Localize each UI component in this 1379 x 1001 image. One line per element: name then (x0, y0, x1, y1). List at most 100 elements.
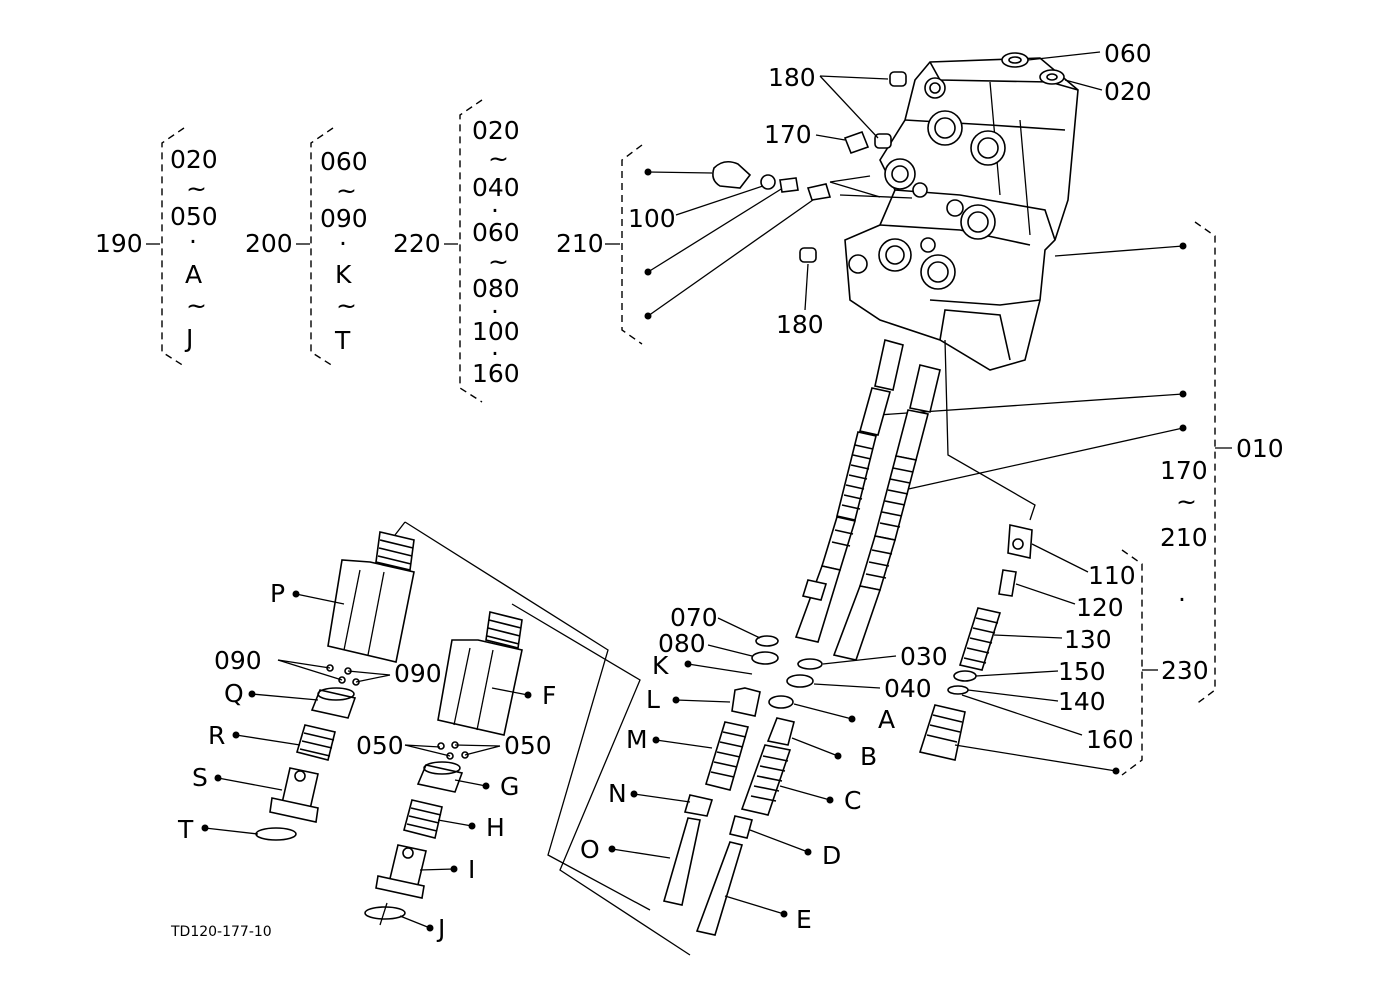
group-220-item: · (491, 196, 499, 225)
callout-110: 110 (1088, 561, 1136, 590)
group-190: 190 020 ~ 050 · A ~ J (95, 127, 218, 367)
fittings-top (712, 52, 1065, 263)
callout-150: 150 (1058, 657, 1106, 686)
group-220: 220 020 ~ 040 · 060 ~ 080 · 100 · 160 (393, 99, 520, 403)
relief-callouts: 110 120 130 150 140 160 (954, 543, 1158, 776)
callout-050: 050 (504, 731, 552, 760)
callout-B: B (860, 742, 877, 771)
group-200-item: ~ (336, 176, 357, 205)
callout-080: 080 (658, 629, 706, 658)
assembly-guide-line (404, 521, 651, 911)
group-220-item: · (491, 297, 499, 326)
callout-J: J (436, 914, 445, 943)
callout-070: 070 (670, 603, 718, 632)
group-200-item: T (334, 326, 351, 355)
callout-020: 020 (1104, 77, 1152, 106)
callout-N: N (608, 779, 627, 808)
callout-160: 160 (1086, 725, 1134, 754)
group-220-item: 040 (472, 173, 520, 202)
group-010: 010 170 ~ 210 · 230 (877, 221, 1284, 706)
group-200-item: K (335, 260, 352, 289)
callout-030: 030 (900, 642, 948, 671)
group-210-label: 210 (556, 229, 604, 258)
group-220-bracket (459, 99, 483, 403)
group-190-item: J (184, 324, 193, 353)
group-010-bracket (1194, 221, 1216, 706)
group-230-bracket (1121, 549, 1143, 776)
group-190-item: 050 (170, 202, 218, 231)
center-callouts: 070 080 K L M N O 030 040 A B C D E (580, 603, 948, 934)
group-190-label: 190 (95, 229, 143, 258)
callout-090: 090 (214, 646, 262, 675)
callout-G: G (500, 772, 519, 801)
callout-S: S (192, 763, 208, 792)
group-010-item: 170 (1160, 456, 1208, 485)
callout-R: R (208, 721, 225, 750)
group-220-item: · (491, 339, 499, 368)
callout-A: A (878, 705, 895, 734)
callout-H: H (486, 813, 505, 842)
P-callouts: P 090 090 Q R S T (177, 579, 442, 844)
callout-120: 120 (1076, 593, 1124, 622)
callout-060: 060 (1104, 39, 1152, 68)
callout-180: 180 (768, 63, 816, 92)
group-230-label: 230 (1161, 656, 1209, 685)
group-220-item: 060 (472, 218, 520, 247)
callout-T: T (177, 815, 194, 844)
callout-K: K (652, 651, 669, 680)
figure-code: TD120-177-10 (170, 924, 272, 940)
group-010-label: 010 (1236, 434, 1284, 463)
callout-130: 130 (1064, 625, 1112, 654)
callout-M: M (626, 725, 648, 754)
callout-I: I (468, 855, 475, 884)
group-200-item: ~ (336, 291, 357, 320)
group-220-item: ~ (488, 247, 509, 276)
valve-body (844, 57, 1079, 371)
group-200-label: 200 (245, 229, 293, 258)
group-190-bracket (161, 127, 185, 367)
group-010-item: ~ (1176, 487, 1197, 516)
group-190-item: · (189, 227, 197, 256)
group-200-item: 090 (320, 204, 368, 233)
callout-100: 100 (628, 204, 676, 233)
callout-O: O (580, 835, 600, 864)
F-callouts: F 050 050 G H I J (356, 681, 556, 943)
callout-140: 140 (1058, 687, 1106, 716)
group-010-item: · (1178, 585, 1186, 614)
group-220-item: 160 (472, 359, 520, 388)
callout-Q: Q (224, 679, 244, 708)
spool-right (832, 364, 941, 661)
callout-180: 180 (776, 310, 824, 339)
group-200-item: · (339, 229, 347, 258)
assembly-guide-line (511, 603, 691, 956)
relief-assembly (918, 524, 1033, 761)
group-210: 210 (556, 144, 821, 345)
group-200: 200 060 ~ 090 · K ~ T (245, 127, 368, 367)
group-200-item: 060 (320, 147, 368, 176)
group-190-item: A (185, 260, 202, 289)
callout-090: 090 (394, 659, 442, 688)
group-220-item: 100 (472, 317, 520, 346)
callout-F: F (542, 681, 556, 710)
group-010-item: 210 (1160, 523, 1208, 552)
callout-D: D (822, 841, 841, 870)
plug-F-assembly (364, 611, 523, 926)
spool-left (794, 339, 904, 643)
group-190-item: ~ (186, 291, 207, 320)
callout-L: L (646, 685, 660, 714)
group-200-bracket (310, 127, 334, 367)
callout-040: 040 (884, 674, 932, 703)
callout-E: E (796, 905, 812, 934)
center-lower-parts (662, 635, 823, 936)
callout-P: P (270, 579, 285, 608)
group-220-item: ~ (488, 144, 509, 173)
group-220-item: 080 (472, 274, 520, 303)
group-210-bracket (621, 144, 643, 345)
callout-170: 170 (764, 120, 812, 149)
group-190-item: ~ (186, 174, 207, 203)
group-220-label: 220 (393, 229, 441, 258)
group-220-item: 020 (472, 116, 520, 145)
callout-C: C (844, 786, 861, 815)
group-190-item: 020 (170, 145, 218, 174)
